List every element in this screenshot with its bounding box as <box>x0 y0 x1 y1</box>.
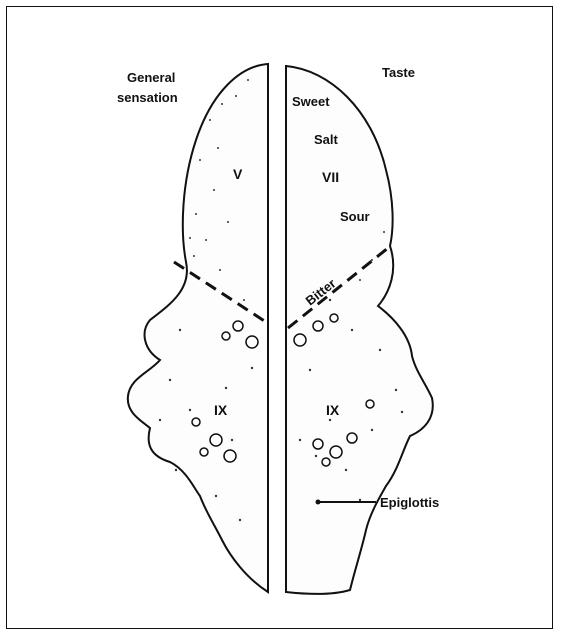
label-nerve-ix-left: IX <box>214 402 228 418</box>
label-sour: Sour <box>340 209 370 224</box>
label-nerve-ix-right: IX <box>326 402 340 418</box>
label-epiglottis: Epiglottis <box>380 495 439 510</box>
label-general-sensation-line2: sensation <box>117 90 178 105</box>
label-nerve-vii: VII <box>322 169 339 185</box>
label-general-sensation-line1: General <box>127 70 175 85</box>
label-salt: Salt <box>314 132 339 147</box>
label-sweet: Sweet <box>292 94 330 109</box>
epiglottis-pointer-dot <box>316 500 321 505</box>
label-nerve-v: V <box>233 166 243 182</box>
tongue-right-half <box>286 66 433 594</box>
tongue-left-half <box>128 64 268 592</box>
label-taste: Taste <box>382 65 415 80</box>
